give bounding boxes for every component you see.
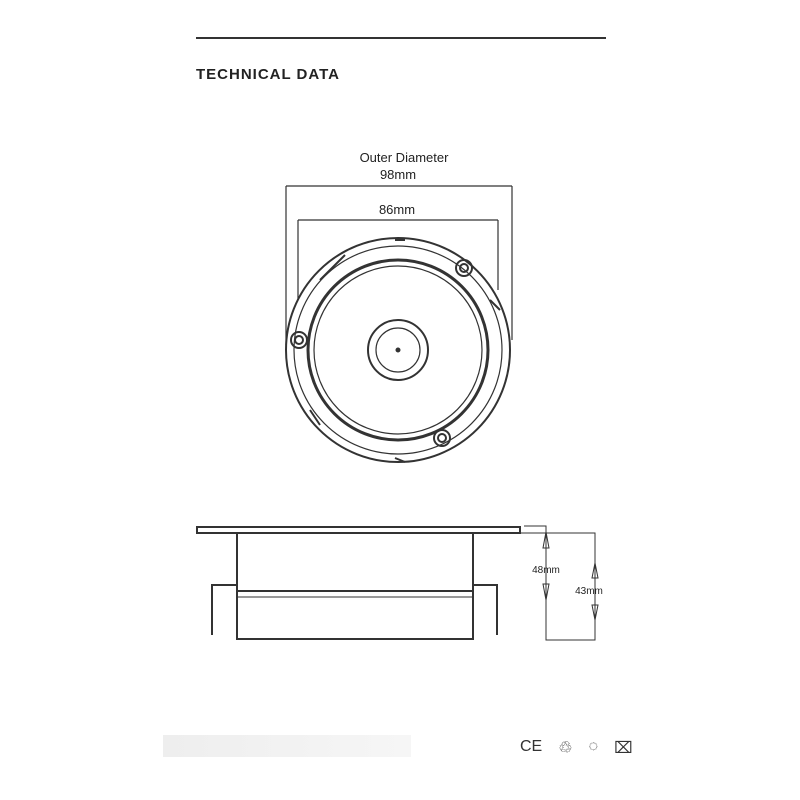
dimension-lines <box>285 185 513 345</box>
weee-bin-icon: ⌧ <box>614 740 633 757</box>
header-rule <box>196 37 606 39</box>
certification-icons: CE ♲ ◌ ⌧ <box>520 738 633 758</box>
circle-mark-icon: ◌ <box>588 738 599 755</box>
ce-mark-icon: CE <box>520 738 543 755</box>
recycle-icon: ♲ <box>558 740 573 757</box>
total-height-label: 48mm <box>532 565 560 576</box>
side-view <box>196 526 521 640</box>
outer-diameter-value: 98mm <box>380 167 416 182</box>
top-view <box>285 237 511 463</box>
page-title: TECHNICAL DATA <box>196 66 340 83</box>
outer-diameter-label: Outer Diameter <box>360 150 450 165</box>
footer-bar <box>163 735 411 757</box>
body-height-label: 43mm <box>575 586 603 597</box>
inner-diameter-value: 86mm <box>379 202 415 217</box>
height-dimensions <box>520 525 599 641</box>
